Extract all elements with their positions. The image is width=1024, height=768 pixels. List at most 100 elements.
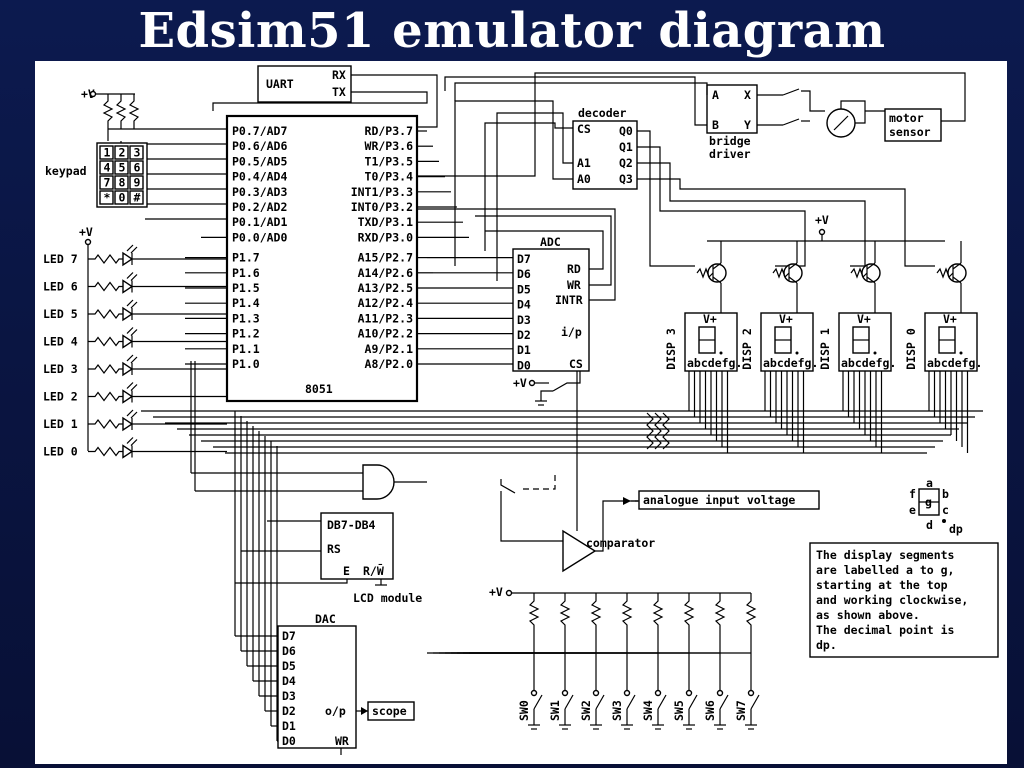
- decoder-q0: Q0: [619, 124, 633, 138]
- keypad-key-label: 0: [119, 191, 126, 205]
- keypad-key-label: 3: [134, 146, 141, 160]
- switch-lever-icon[interactable]: [719, 694, 729, 710]
- keypad-key[interactable]: [99, 145, 114, 160]
- keypad-key[interactable]: [114, 160, 129, 175]
- led-supply: +V: [79, 225, 93, 239]
- mcu-body: [225, 114, 419, 403]
- mcu-pin-left: P0.6/AD6: [232, 139, 287, 153]
- mcu-pin-right: A15/P2.7: [358, 251, 413, 265]
- mcu-pin-left: P1.5: [232, 281, 260, 295]
- bridge-b: B: [712, 118, 719, 132]
- legend-f: f: [909, 487, 916, 501]
- keypad-key[interactable]: [114, 190, 129, 205]
- dac-pin: D7: [282, 629, 296, 643]
- keypad-key[interactable]: [99, 175, 114, 190]
- led-diode-icon: [122, 279, 134, 294]
- led-label: LED 5: [43, 307, 78, 321]
- note-border: [809, 542, 999, 658]
- motor-switch-2: [782, 118, 800, 126]
- legend-b: b: [942, 487, 949, 501]
- display-pin-label: abcdefg.: [763, 356, 818, 370]
- wire-motor-1: [801, 90, 825, 112]
- lcd-block: DB7-DB4 RS E R/W̄ LCD module: [235, 512, 422, 605]
- keypad-key-label: 7: [104, 176, 111, 190]
- transistor-emitter: [788, 276, 798, 284]
- led-diode-icon: [122, 389, 134, 404]
- led-resistor-icon: [88, 254, 123, 264]
- legend-g: g: [925, 495, 932, 509]
- schematic-canvas: P0.7/AD7P0.6/AD6P0.5/AD5P0.4/AD4P0.3/AD3…: [43, 65, 999, 755]
- decoder-block: decoder CS A1 A0 Q0 Q1 Q2 Q3: [454, 100, 638, 281]
- led-diode-icon: [122, 361, 134, 377]
- led-resistor-icon: [88, 309, 123, 319]
- analogue-input-box: [638, 490, 820, 510]
- lcd-label: LCD module: [353, 591, 422, 605]
- mcu-pin-right: RD/P3.7: [365, 124, 414, 138]
- keypad-pullup-1: [102, 94, 114, 129]
- led-emit-arrow-icon: [130, 384, 138, 391]
- led-emit-arrow-icon: [126, 299, 134, 307]
- led-label: LED 6: [43, 280, 78, 294]
- switch-lever-icon[interactable]: [750, 694, 760, 710]
- switch-contact: [623, 689, 631, 697]
- keypad-key[interactable]: [114, 175, 129, 190]
- switch-contact: [592, 689, 600, 697]
- switch-lever-icon[interactable]: [595, 694, 605, 710]
- wire-motor-shaft: [840, 100, 866, 124]
- legend-e: e: [909, 503, 916, 517]
- switch-lever-icon[interactable]: [533, 694, 543, 710]
- wire-decoder-a0: [454, 100, 573, 266]
- dac-pin: D1: [282, 719, 296, 733]
- mcu-pin-left: P1.2: [232, 327, 260, 341]
- led-resistor-icon: [88, 446, 123, 457]
- keypad-key[interactable]: [129, 190, 144, 205]
- bridge-body: [706, 84, 758, 134]
- switch-lever-icon[interactable]: [626, 694, 636, 710]
- switch-supply-node: [505, 589, 513, 597]
- analog-section: comparator analogue input voltage: [500, 371, 820, 573]
- adc-data-pin: D5: [517, 282, 531, 296]
- legend-dp: dp: [949, 522, 963, 536]
- lcd-rs: RS: [327, 542, 341, 556]
- analogue-arrow-icon: [623, 497, 631, 505]
- keypad-key[interactable]: [129, 160, 144, 175]
- keypad-key[interactable]: [114, 145, 129, 160]
- mcu-pin-right: T1/P3.5: [365, 154, 414, 168]
- switch-pullup-icon: [559, 593, 571, 693]
- display-supply: +V: [815, 213, 829, 227]
- mcu-pin-right: A14/P2.6: [358, 266, 413, 280]
- keypad-key[interactable]: [99, 160, 114, 175]
- adc-intr: INTR: [555, 293, 583, 307]
- adc-data-pin: D2: [517, 328, 531, 342]
- dac-wr: WR: [335, 734, 349, 748]
- supply-node: [89, 90, 97, 98]
- switch-label: SW1: [548, 700, 562, 721]
- dac-pin: D6: [282, 644, 296, 658]
- led-emit-arrow-icon: [130, 246, 138, 254]
- note-line: starting at the top: [816, 578, 948, 592]
- switch-lever-icon[interactable]: [564, 694, 574, 710]
- switch-lever-icon[interactable]: [657, 694, 667, 710]
- mcu-pin-left: P0.5/AD5: [232, 154, 287, 168]
- wire-q1: [637, 146, 806, 267]
- led-emit-arrow-icon: [130, 356, 138, 364]
- lcd-e: E: [343, 564, 350, 578]
- display-label: DISP 0: [904, 328, 918, 370]
- transistor-emitter: [952, 276, 962, 284]
- led-emit-arrow-icon: [126, 382, 134, 389]
- wire-bridge-a: [454, 82, 708, 101]
- switch-lever-icon[interactable]: [688, 694, 698, 710]
- keypad-key[interactable]: [99, 190, 114, 205]
- keypad-key[interactable]: [129, 145, 144, 160]
- mcu-pin-right: INT0/P3.2: [351, 200, 413, 214]
- led-label: LED 7: [43, 252, 78, 266]
- adc-body: [512, 248, 590, 372]
- keypad-key[interactable]: [129, 175, 144, 190]
- led-emit-arrow-icon: [126, 354, 134, 362]
